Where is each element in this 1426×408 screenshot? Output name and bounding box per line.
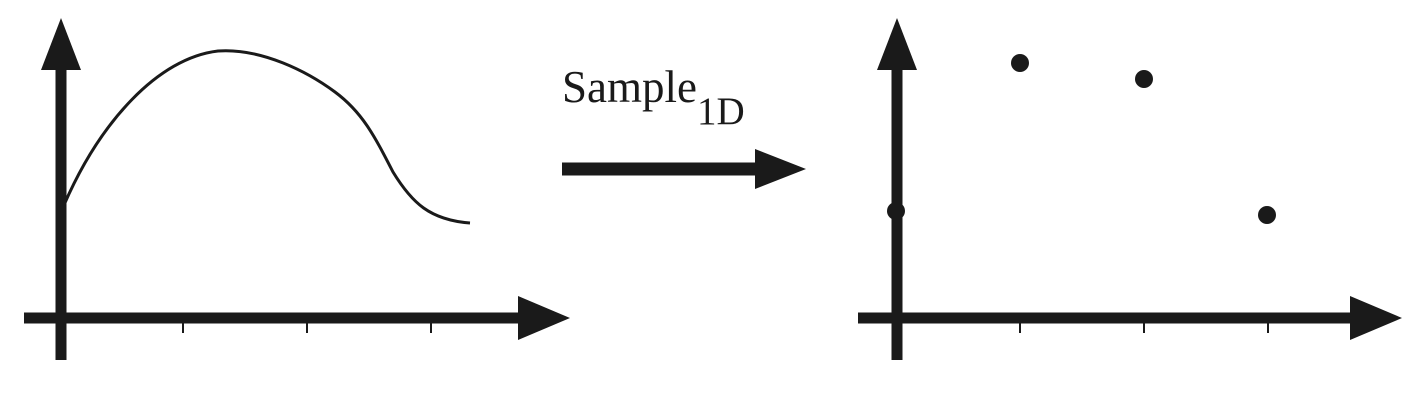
sample-point [1011,54,1029,72]
operation-subscript: 1D [697,90,745,133]
sampled-function-plot [858,18,1402,360]
operation-name: Sample [562,62,697,112]
operation-label: Sample1D [562,62,745,133]
left-y-axis-arrowhead [41,18,81,70]
right-x-axis-arrowhead [1350,296,1402,340]
operation-arrowhead [755,149,806,189]
continuous-function-curve [62,49,471,225]
sample-point [887,202,905,220]
continuous-function-plot [24,18,570,360]
sample-operation: Sample1D [562,62,806,189]
left-x-axis-arrowhead [518,296,570,340]
sample-point [1135,70,1153,88]
right-y-axis-arrowhead [877,18,917,70]
sample-point [1258,206,1276,224]
